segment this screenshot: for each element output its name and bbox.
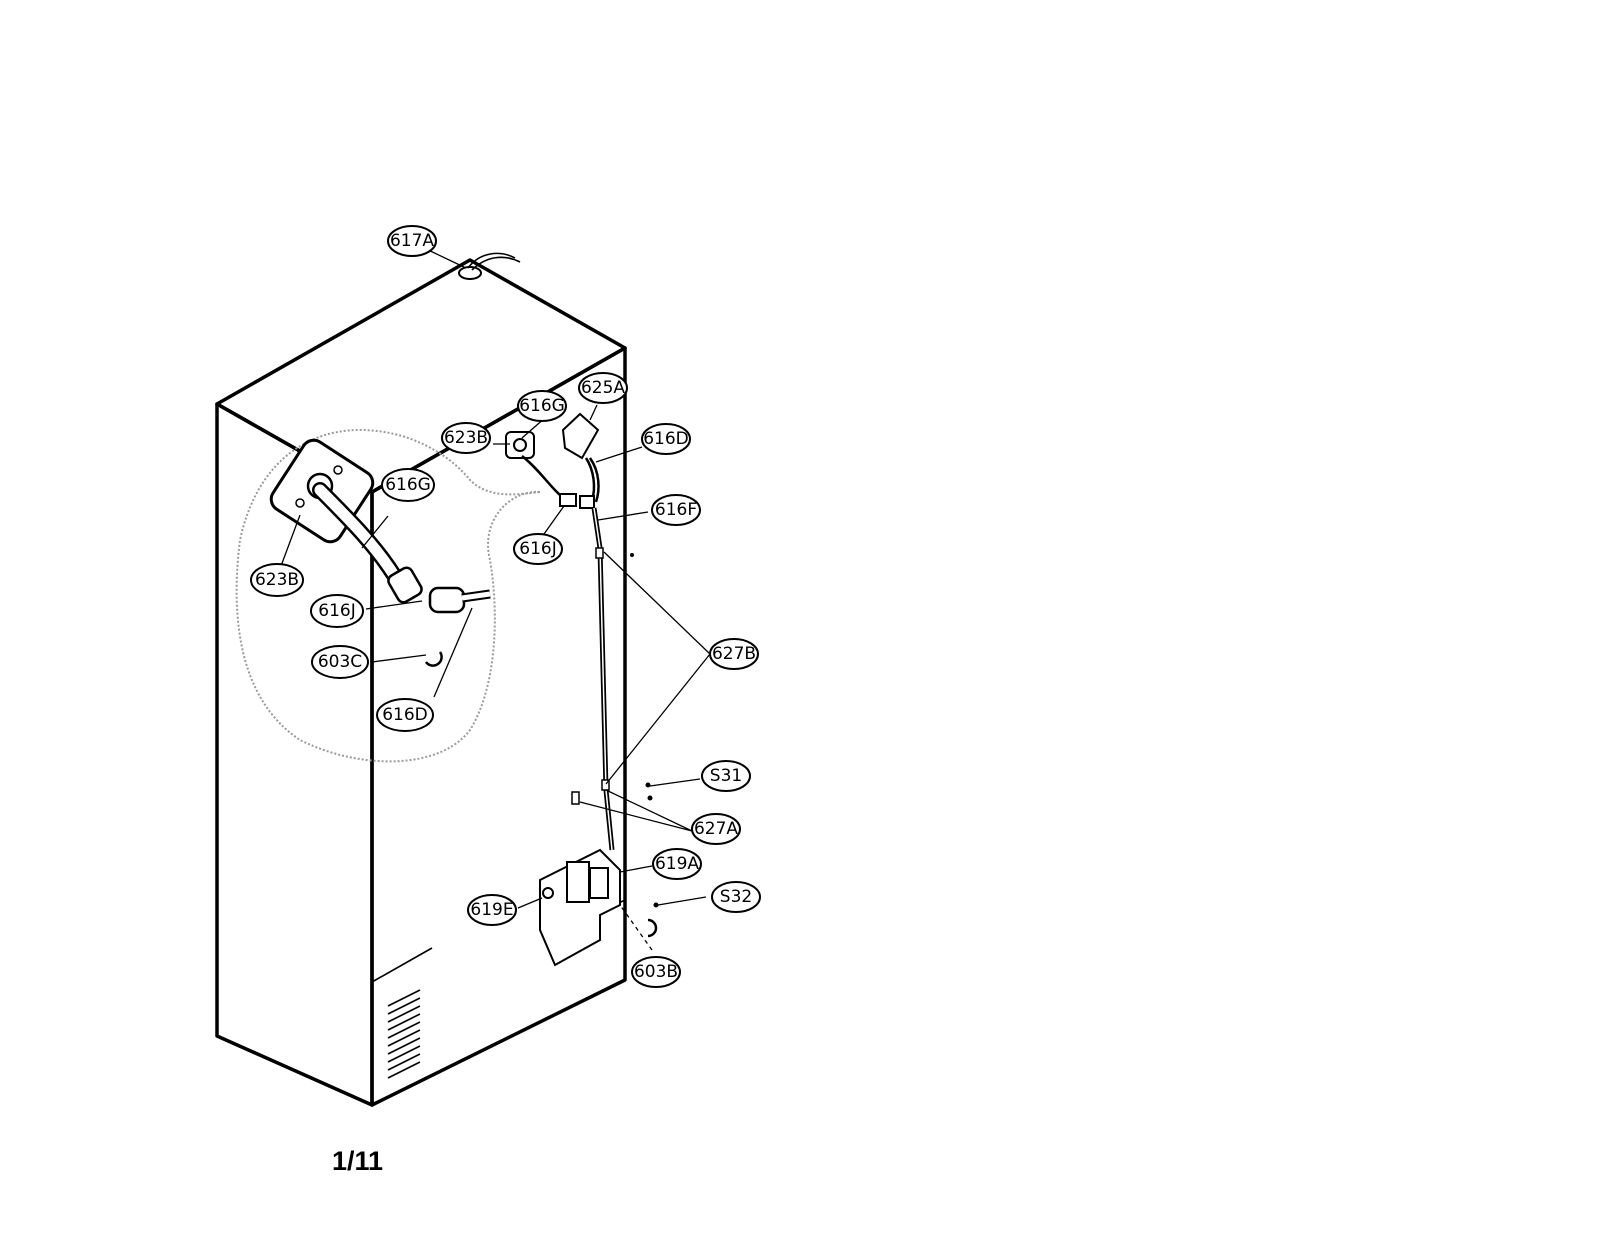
callout-616F: 616F [651, 494, 701, 526]
callout-label: S32 [720, 887, 752, 907]
callout-label: 623B [255, 570, 299, 590]
callout-616J-main: 616J [513, 533, 563, 565]
callout-627A: 627A [691, 813, 741, 845]
callout-label: 616J [519, 539, 556, 559]
callout-617A: 617A [387, 225, 437, 257]
callout-label: 616G [519, 396, 565, 416]
callout-label: 619A [655, 854, 699, 874]
callout-619A: 619A [652, 848, 702, 880]
callout-label: 603B [634, 962, 678, 982]
callout-label: 617A [390, 231, 434, 251]
callout-S31: S31 [701, 760, 751, 792]
callout-label: 623B [444, 428, 488, 448]
detail-enlargement [235, 428, 541, 763]
callout-label: 616D [643, 429, 689, 449]
callout-label: 616D [382, 705, 428, 725]
top-grommet-617A [458, 252, 521, 280]
callout-623B-detail: 623B [250, 563, 304, 597]
vent-grille [387, 989, 421, 1079]
callout-616D-detail: 616D [376, 698, 434, 732]
callout-label: 616J [318, 601, 355, 621]
page-number: 1/11 [332, 1146, 384, 1176]
callout-label: 625A [581, 378, 625, 398]
callout-label: 627A [694, 819, 738, 839]
callout-label: 616F [655, 500, 697, 520]
callout-label: 616G [385, 475, 431, 495]
refrigerator-cabinet [215, 258, 627, 1107]
wire-harness [505, 412, 659, 967]
callout-label: 603C [318, 652, 362, 672]
callout-623B-main: 623B [441, 422, 491, 454]
leader-lines [280, 247, 711, 951]
callout-603B: 603B [631, 956, 681, 988]
callout-603C: 603C [311, 645, 369, 679]
callout-625A: 625A [578, 372, 628, 404]
callout-616G-detail: 616G [381, 468, 435, 502]
callout-616G-main: 616G [517, 390, 567, 422]
callout-S32: S32 [711, 881, 761, 913]
callout-label: S31 [710, 766, 742, 786]
callout-619E: 619E [467, 894, 517, 926]
callout-label: 619E [470, 900, 513, 920]
callout-label: 627B [712, 644, 756, 664]
callout-616J-detail: 616J [310, 594, 364, 628]
callout-627B: 627B [709, 638, 759, 670]
callout-616D-main: 616D [641, 423, 691, 455]
